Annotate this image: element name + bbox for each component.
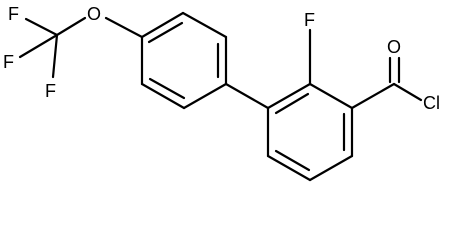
atom-f-ring: F xyxy=(304,10,315,30)
bond-f-cf3-left xyxy=(18,33,59,59)
structure-canvas: F F F O F O Cl xyxy=(3,4,440,182)
bond-ring1-d xyxy=(182,82,228,110)
bond-ring1-b xyxy=(181,11,228,39)
bond-ring1-double-1 xyxy=(147,21,184,44)
atom-f-cf3-top: F xyxy=(8,4,19,24)
bond-ring2-double-3 xyxy=(274,149,311,172)
bond-ring2-b xyxy=(308,82,354,110)
molecule-structure-diagram: F F F O F O Cl xyxy=(3,4,440,182)
bond-c-o-ether xyxy=(55,16,87,37)
atom-o-carbonyl: O xyxy=(387,37,401,57)
bond-f-cf3-bottom xyxy=(51,33,59,79)
bond-f-cf3-top xyxy=(24,17,59,37)
bond-ring1-a xyxy=(140,11,185,39)
atom-f-cf3-bottom: F xyxy=(45,81,56,101)
bond-ring-carbonyl xyxy=(350,82,396,110)
atom-o-ether: O xyxy=(87,4,101,24)
bond-ring1-double-3 xyxy=(148,77,186,100)
bond-c-cl xyxy=(392,82,423,102)
bond-ring2-double-1 xyxy=(274,92,310,115)
bond-biaryl xyxy=(224,82,270,110)
bond-ring2-a xyxy=(266,82,312,110)
atom-f-cf3-left: F xyxy=(3,52,14,72)
bond-ring2-e xyxy=(266,154,312,182)
bond-ring2-d xyxy=(308,154,354,182)
bond-o-aryl xyxy=(104,16,144,39)
bond-ring1-e xyxy=(140,82,186,110)
atom-cl: Cl xyxy=(423,93,440,113)
